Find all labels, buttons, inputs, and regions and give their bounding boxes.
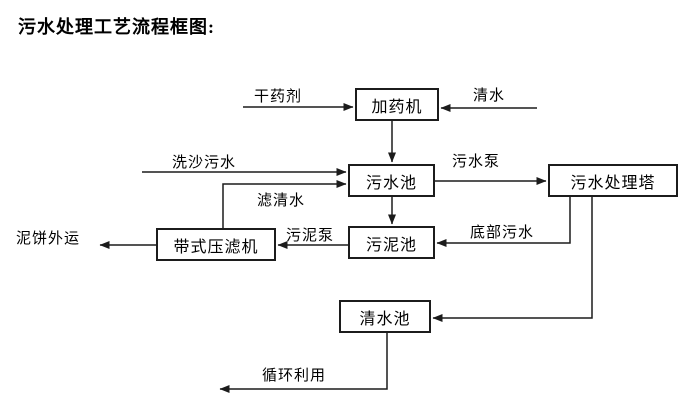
edge-filtered-water-to-sewage-pool (222, 180, 347, 228)
label-filtered-water: 滤清水 (257, 192, 306, 209)
node-sewage-pool: 污水池 (348, 164, 435, 197)
node-clean-water-pool: 清水池 (339, 300, 431, 333)
edge-bottom-sewage-to-sludge-pool (436, 197, 571, 247)
label-sludge-pump: 污泥泵 (286, 227, 335, 244)
node-sludge-pool: 污泥池 (348, 226, 435, 259)
label-sand-washing-sewage: 洗沙污水 (172, 154, 237, 171)
edge-tower-to-clean-water-pool (432, 197, 593, 322)
edge-clean-water-pool-to-recycle (219, 333, 388, 393)
diagram-title: 污水处理工艺流程框图: (18, 17, 215, 37)
label-recycle-use: 循环利用 (262, 367, 327, 384)
label-dry-chemical: 干药剂 (254, 88, 303, 105)
node-dosing-machine: 加药机 (355, 88, 439, 121)
label-clean-water: 清水 (473, 87, 506, 104)
label-mud-cake-out: 泥饼外运 (16, 230, 81, 247)
label-bottom-sewage: 底部污水 (470, 224, 535, 241)
node-treatment-tower: 污水处理塔 (548, 164, 678, 197)
label-sewage-pump: 污水泵 (452, 153, 501, 170)
node-belt-filter-press: 带式压滤机 (156, 228, 276, 261)
